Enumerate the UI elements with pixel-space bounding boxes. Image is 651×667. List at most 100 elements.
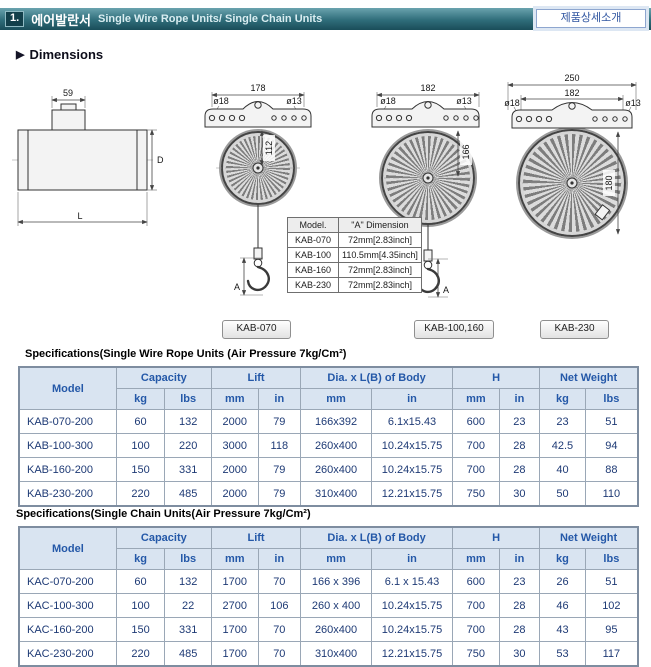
pulley-drawing-kab230 (518, 129, 626, 237)
spec-cell: 310x400 (300, 641, 372, 667)
spec-cell: 2700 (210, 593, 259, 618)
sub-header: mm (210, 548, 259, 570)
spec-cell: 100 (115, 433, 166, 458)
sub-header: in (370, 548, 454, 570)
spec-cell: 1700 (210, 641, 259, 667)
dim-label-a-100: A (443, 285, 449, 295)
spec-cell: 485 (164, 481, 212, 507)
wire-rope-spec-title: Specifications(Single Wire Rope Units (A… (25, 348, 347, 360)
a-table-model-cell: KAB-230 (287, 277, 339, 293)
spec-cell: 50 (539, 481, 586, 507)
col-header-net-weight: Net Weight (539, 366, 639, 389)
spec-cell: 28 (498, 433, 541, 458)
col-header-h: H (452, 366, 541, 389)
col-header-body-dia: Dia. x L(B) of Body (300, 526, 454, 549)
spec-cell: 106 (257, 593, 302, 618)
spec-cell: 750 (452, 641, 500, 667)
wire-rope-spec-table: Model Capacity Lift Dia. x L(B) of Body … (18, 366, 639, 507)
spec-cell: 88 (584, 457, 639, 482)
spec-cell: 150 (115, 457, 166, 482)
a-table-header-model: Model. (287, 217, 339, 233)
a-table-dim-cell: 110.5mm[4.35inch] (338, 247, 422, 263)
sub-header: in (498, 388, 541, 410)
spec-cell: 12.21x15.75 (370, 481, 454, 507)
col-header-model: Model (18, 366, 117, 410)
table-subheader-row: kg lbs mm in mm in mm in kg lbs (19, 388, 639, 410)
col-header-capacity: Capacity (115, 526, 212, 549)
spec-cell: 166 x 396 (300, 569, 372, 594)
spec-cell: 95 (584, 617, 639, 642)
spec-cell: 22 (164, 593, 212, 618)
table-row: KAB-160 72mm[2.83inch] (287, 262, 422, 278)
spec-cell: 70 (257, 641, 302, 667)
dim-label-a-070: A (234, 282, 240, 292)
sub-header: kg (115, 388, 166, 410)
spec-cell: 750 (452, 481, 500, 507)
col-header-model: Model (18, 526, 117, 570)
spec-cell: 260x400 (300, 433, 372, 458)
spec-cell: 310x400 (300, 481, 372, 507)
sub-header: kg (115, 548, 166, 570)
dim-label-l: L (77, 211, 82, 221)
table-row: KAB-070-200 60 132 2000 79 166x392 6.1x1… (18, 409, 639, 434)
spec-cell: 700 (452, 433, 500, 458)
spec-cell: 51 (584, 409, 639, 434)
spec-cell: 40 (539, 457, 586, 482)
col-header-body-dia: Dia. x L(B) of Body (300, 366, 454, 389)
spec-cell: 220 (115, 481, 166, 507)
spec-cell: 10.24x15.75 (370, 617, 454, 642)
col-header-lift: Lift (210, 526, 302, 549)
hole-label-d18: ø18 (380, 96, 396, 106)
spec-cell: 46 (539, 593, 586, 618)
sub-header: in (498, 548, 541, 570)
model-cell: KAC-070-200 (18, 569, 117, 594)
section-header-bar: 1. 에어발란서 Single Wire Rope Units/ Single … (0, 8, 651, 30)
a-table-model-cell: KAB-070 (287, 232, 339, 248)
col-header-net-weight: Net Weight (539, 526, 639, 549)
spec-cell: 331 (164, 457, 212, 482)
product-detail-button[interactable]: 제품상세소개 (536, 9, 646, 28)
model-cell: KAB-100-300 (18, 433, 117, 458)
spec-cell: 23 (539, 409, 586, 434)
spec-cell: 53 (539, 641, 586, 667)
spec-cell: 100 (115, 593, 166, 618)
model-cell: KAC-100-300 (18, 593, 117, 618)
spec-cell: 700 (452, 617, 500, 642)
spec-cell: 2000 (210, 409, 259, 434)
dim-label-250: 250 (564, 73, 579, 83)
chain-spec-title: Specifications(Single Chain Units(Air Pr… (16, 508, 311, 520)
a-table-model-cell: KAB-160 (287, 262, 339, 278)
dim-label-59: 59 (63, 88, 73, 98)
spec-cell: 132 (164, 569, 212, 594)
sub-header: mm (300, 548, 372, 570)
a-table-header-dimension: "A" Dimension (338, 217, 422, 233)
spec-cell: 132 (164, 409, 212, 434)
spec-cell: 23 (498, 409, 541, 434)
sub-header: in (257, 548, 302, 570)
model-cell: KAC-160-200 (18, 617, 117, 642)
drawing-caption-kab070: KAB-070 (222, 320, 291, 339)
sub-header: mm (452, 388, 500, 410)
table-subheader-row: kg lbs mm in mm in mm in kg lbs (19, 548, 639, 570)
spec-cell: 28 (498, 617, 541, 642)
spec-cell: 700 (452, 457, 500, 482)
spec-cell: 260 x 400 (300, 593, 372, 618)
spec-cell: 28 (498, 593, 541, 618)
table-row: KAC-230-200 220 485 1700 70 310x400 12.2… (18, 641, 639, 667)
sub-header: lbs (164, 548, 212, 570)
dim-label-182-inner: 182 (564, 88, 579, 98)
sub-header: kg (539, 548, 586, 570)
table-header-row: Model Capacity Lift Dia. x L(B) of Body … (18, 366, 639, 410)
table-header-row: Model Capacity Lift Dia. x L(B) of Body … (18, 526, 639, 570)
spec-cell: 2000 (210, 481, 259, 507)
spec-cell: 485 (164, 641, 212, 667)
table-row: Model. "A" Dimension (287, 217, 422, 233)
spec-cell: 43 (539, 617, 586, 642)
spec-cell: 10.24x15.75 (370, 433, 454, 458)
spec-cell: 102 (584, 593, 639, 618)
table-row: KAB-230-200 220 485 2000 79 310x400 12.2… (18, 481, 639, 507)
spec-cell: 166x392 (300, 409, 372, 434)
hole-label-d18: ø18 (213, 96, 229, 106)
dim-label-d: D (157, 155, 164, 165)
spec-cell: 110 (584, 481, 639, 507)
